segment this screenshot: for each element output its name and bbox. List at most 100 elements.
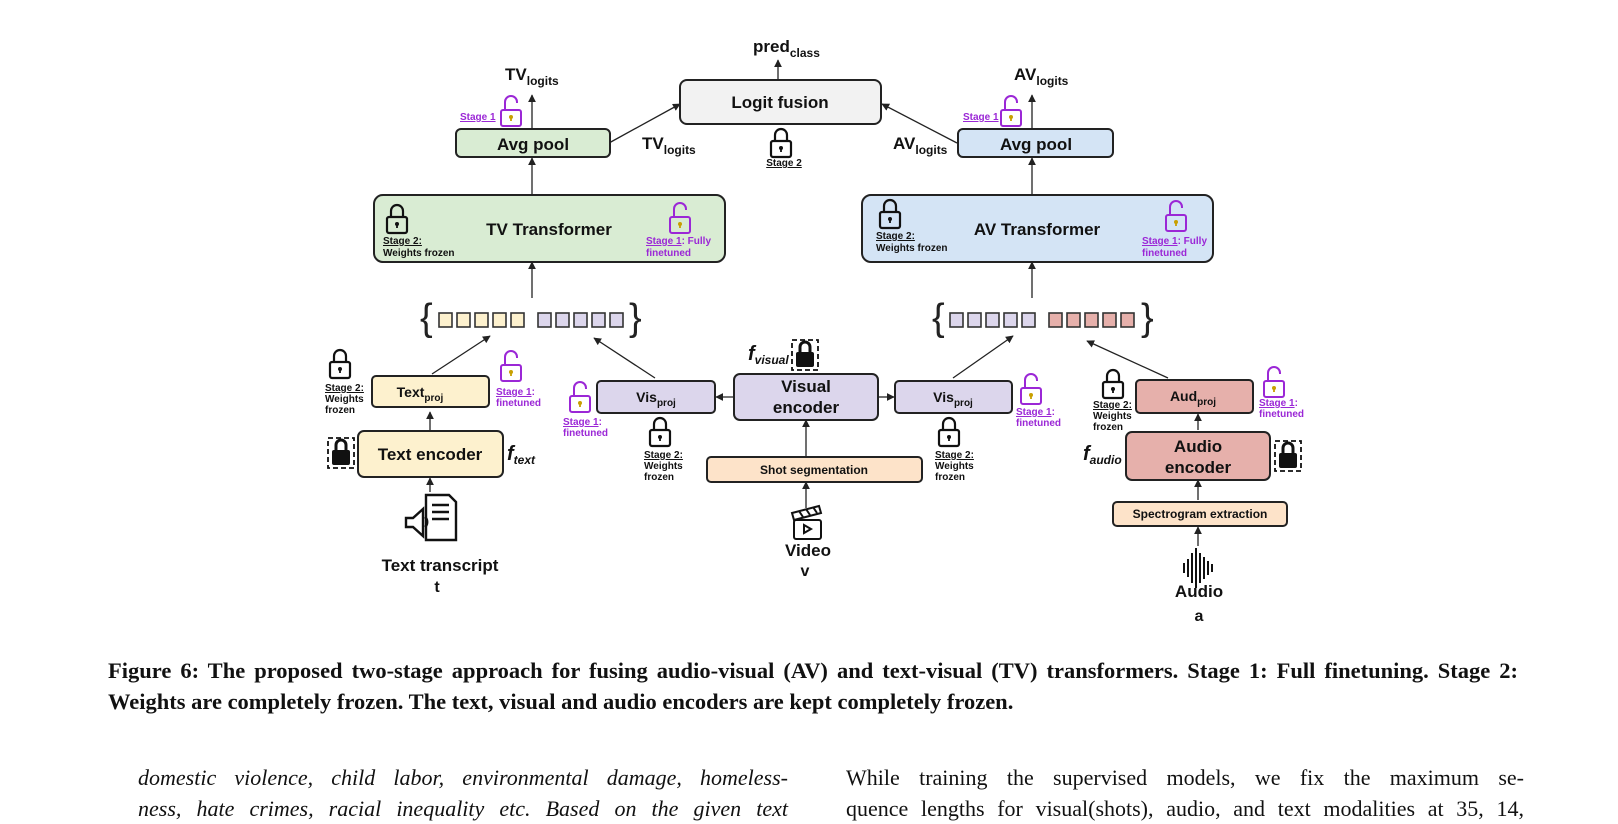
- svg-text:Stage 1: Fully: Stage 1: Fully: [646, 236, 711, 247]
- svg-text:Avg pool: Avg pool: [1000, 135, 1072, 154]
- stage2-center-label: Stage 2: [766, 158, 802, 169]
- lock-open-icon: [500, 350, 522, 382]
- vis-left-frozen: frozen: [644, 472, 674, 483]
- svg-text:finetuned: finetuned: [646, 248, 691, 259]
- av-token-sequence: { }: [932, 297, 1154, 339]
- text-proj-frozen: frozen: [325, 405, 355, 416]
- lock-open-icon: [500, 95, 522, 127]
- vis-right-frozen: frozen: [935, 472, 965, 483]
- svg-text:Weights frozen: Weights frozen: [876, 243, 947, 254]
- av-avg-pool-box: Avg pool: [957, 128, 1114, 158]
- aud-proj-box: Audproj: [1135, 379, 1254, 414]
- text-proj-stage1: Stage 1:: [496, 387, 535, 398]
- svg-text:Visual: Visual: [781, 377, 831, 396]
- svg-text:Stage 2:: Stage 2:: [876, 231, 915, 242]
- connectors: [426, 59, 1202, 546]
- lock-closed-icon: [937, 416, 961, 448]
- vis-left-stage2: Stage 2:: [644, 450, 683, 461]
- vis-right-stage1: Stage 1:: [1016, 407, 1055, 418]
- svg-text:Spectrogram extraction: Spectrogram extraction: [1133, 507, 1268, 521]
- svg-text:{: {: [932, 297, 945, 339]
- lock-open-icon: [1000, 95, 1022, 127]
- svg-text:Logit fusion: Logit fusion: [731, 93, 828, 112]
- lock-frozen-icon: [790, 338, 820, 372]
- lock-open-icon: [1263, 366, 1285, 398]
- body-left-line-2: ness, hate crimes, racial inequality etc…: [138, 796, 788, 821]
- video-label: Video: [785, 541, 831, 560]
- waveform-icon: [1183, 548, 1213, 588]
- vis-left-weights: Weights: [644, 461, 683, 472]
- body-right-line-1: While training the supervised models, we…: [846, 765, 1524, 790]
- vis-proj-right-box: Visproj: [894, 380, 1013, 414]
- architecture-diagram: predclass Logit fusion Stage 2 TVlogits …: [325, 37, 1304, 625]
- svg-text:Audproj: Audproj: [1170, 388, 1216, 408]
- svg-text:Weights frozen: Weights frozen: [383, 248, 454, 259]
- body-text-right: While training the supervised models, we…: [846, 762, 1524, 824]
- tv-logits-mid: TVlogits: [642, 134, 696, 157]
- svg-text:AV Transformer: AV Transformer: [974, 220, 1101, 239]
- text-proj-weights: Weights: [325, 394, 364, 405]
- vis-left-finetuned: finetuned: [563, 428, 608, 439]
- f-text-label: ftext: [507, 443, 536, 467]
- vis-right-stage2: Stage 2:: [935, 450, 974, 461]
- text-t-label: t: [434, 579, 440, 596]
- svg-text:finetuned: finetuned: [1142, 248, 1187, 259]
- tv-pool-stage1: Stage 1: [460, 112, 496, 123]
- svg-text:encoder: encoder: [773, 398, 840, 417]
- tv-logits-top: TVlogits: [505, 65, 559, 88]
- lock-open-icon: [1020, 373, 1042, 405]
- clapperboard-icon: [790, 504, 823, 540]
- lock-frozen-icon: [326, 436, 356, 470]
- svg-text:Text encoder: Text encoder: [378, 445, 483, 464]
- body-right-line-2: quence lengths for visual(shots), audio,…: [846, 796, 1524, 821]
- av-logits-mid: AVlogits: [893, 134, 948, 157]
- text-encoder-box: Text encoder: [357, 430, 504, 478]
- svg-text:Visproj: Visproj: [933, 389, 973, 409]
- text-transcript-label: Text transcript: [382, 556, 499, 575]
- svg-text:TV Transformer: TV Transformer: [486, 220, 612, 239]
- text-proj-stage2: Stage 2:: [325, 383, 364, 394]
- svg-text:}: }: [629, 297, 642, 339]
- vis-right-finetuned: finetuned: [1016, 418, 1061, 429]
- body-left-line-1: domestic violence, child labor, environm…: [138, 765, 788, 790]
- text-proj-finetuned: finetuned: [496, 398, 541, 409]
- svg-text:Avg pool: Avg pool: [497, 135, 569, 154]
- transcript-icon: [404, 493, 458, 542]
- vis-proj-left-box: Visproj: [596, 380, 716, 414]
- svg-text:Stage 2:: Stage 2:: [383, 236, 422, 247]
- svg-text:Visproj: Visproj: [636, 389, 676, 409]
- svg-text:Audio: Audio: [1174, 437, 1222, 456]
- lock-closed-icon: [769, 127, 793, 159]
- aud-proj-stage2: Stage 2:: [1093, 400, 1132, 411]
- f-audio-label: faudio: [1083, 443, 1122, 467]
- aud-proj-weights: Weights: [1093, 411, 1132, 422]
- svg-text:Textproj: Textproj: [397, 384, 444, 404]
- audio-a-label: a: [1195, 608, 1204, 625]
- lock-closed-icon: [648, 416, 672, 448]
- av-logits-top: AVlogits: [1014, 65, 1069, 88]
- tv-transformer-box: TV Transformer Stage 2: Weights frozen S…: [373, 194, 726, 263]
- lock-closed-icon: [1101, 368, 1125, 400]
- video-v-label: v: [801, 563, 810, 580]
- logit-fusion-box: Logit fusion: [679, 79, 882, 125]
- shot-segmentation-box: Shot segmentation: [706, 456, 923, 483]
- av-pool-stage1: Stage 1: [963, 112, 999, 123]
- pred-class-label: predclass: [753, 37, 820, 60]
- spectrogram-extraction-box: Spectrogram extraction: [1112, 501, 1288, 527]
- visual-encoder-box: Visual encoder: [733, 373, 879, 421]
- audio-label: Audio: [1175, 582, 1223, 601]
- av-transformer-box: AV Transformer Stage 2: Weights frozen S…: [861, 194, 1214, 263]
- svg-text:{: {: [420, 297, 433, 339]
- lock-closed-icon: [328, 348, 352, 380]
- lock-frozen-icon: [1273, 439, 1303, 473]
- aud-proj-frozen: frozen: [1093, 422, 1123, 433]
- body-text-left: domestic violence, child labor, environm…: [138, 762, 788, 824]
- aud-proj-finetuned: finetuned: [1259, 409, 1304, 420]
- svg-text:}: }: [1141, 297, 1154, 339]
- tv-avg-pool-box: Avg pool: [455, 128, 611, 158]
- svg-text:Shot segmentation: Shot segmentation: [760, 463, 868, 477]
- vis-right-weights: Weights: [935, 461, 974, 472]
- text-proj-box: Textproj: [371, 375, 490, 408]
- figure-caption: Figure 6: The proposed two-stage approac…: [108, 658, 1518, 714]
- svg-text:Stage 1: Fully: Stage 1: Fully: [1142, 236, 1207, 247]
